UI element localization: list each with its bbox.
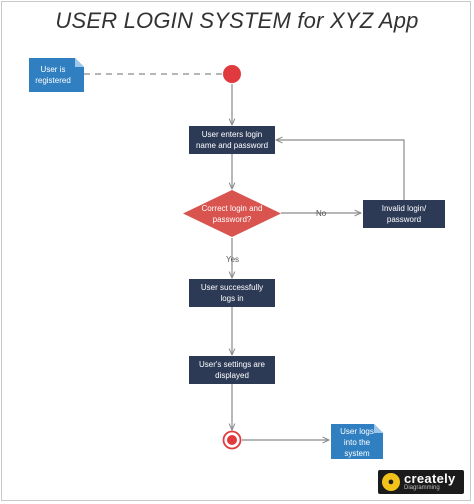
- process-logs-in-label: User successfully logs in: [200, 283, 264, 303]
- process-invalid-label: Invalid login/ password: [381, 204, 427, 224]
- start-node: [223, 65, 241, 83]
- note-logs-out-label: User logs into the system: [340, 427, 374, 458]
- note-registered-fold: [75, 58, 84, 67]
- note-registered-shape: [29, 58, 84, 92]
- process-enter-login-label: User enters login name and password: [195, 130, 269, 150]
- edge-label-no: No: [316, 209, 327, 218]
- logo-tagline: Diagramming: [404, 485, 440, 491]
- note-registered-label: User is registered: [35, 65, 71, 85]
- decision-shape: [183, 190, 281, 237]
- logo-name: creately: [404, 471, 456, 486]
- process-invalid-shape: [363, 200, 445, 228]
- note-logs-out-shape: [331, 424, 383, 459]
- note-logs-out-fold: [374, 424, 383, 433]
- edge-invalid-to-login: [276, 140, 405, 200]
- process-settings-label: User's settings are displayed: [199, 360, 265, 380]
- lightbulb-icon: ●: [382, 473, 400, 491]
- decision-label: Correct login and password?: [201, 203, 263, 224]
- process-settings-shape: [189, 356, 275, 384]
- creately-logo: ● creately Diagramming: [378, 470, 464, 494]
- end-node-core: [227, 435, 237, 445]
- diagram-title: USER LOGIN SYSTEM for XYZ App: [55, 8, 419, 33]
- edge-label-yes: Yes: [226, 255, 240, 264]
- process-enter-login-shape: [189, 126, 275, 154]
- process-logs-in-shape: [189, 279, 275, 307]
